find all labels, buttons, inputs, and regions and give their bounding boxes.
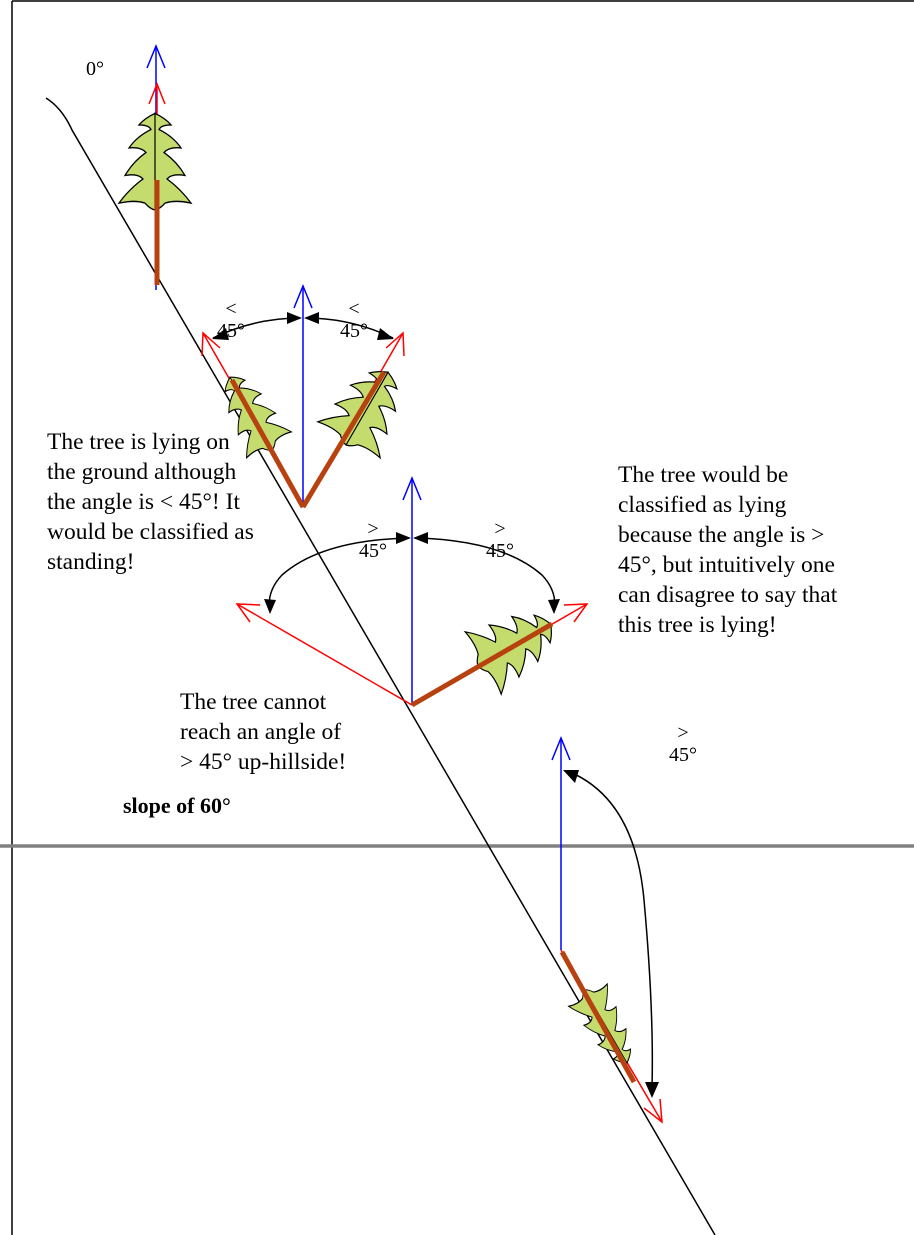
tree-axis-arrowhead-1 xyxy=(148,81,166,105)
angle-arc-4 xyxy=(569,771,654,1089)
tree-axis-arrowhead-4 xyxy=(643,1098,663,1124)
angle-value: 45° xyxy=(217,320,245,342)
greater-than-symbol: > xyxy=(367,518,379,540)
arc-arrowhead-3b xyxy=(413,532,428,544)
angle-label-left-lt: < 45° xyxy=(214,298,248,342)
angle-arc-left-3 xyxy=(268,537,410,613)
angle-value: 45° xyxy=(340,320,368,342)
tree-axis-arrow-left-3 xyxy=(236,603,413,706)
greater-than-symbol: > xyxy=(677,722,689,744)
arc-arrowhead-2c xyxy=(212,328,229,340)
angle-label-right-lt: < 45° xyxy=(334,298,374,342)
trunk-left-2 xyxy=(229,378,306,509)
trunk-4 xyxy=(559,950,637,1084)
trunk-right-2 xyxy=(300,370,387,509)
arc-arrowhead-2b xyxy=(304,312,319,324)
angle-label-left-gt: > 45° xyxy=(351,518,395,562)
tree-axis-arrowhead-right-3 xyxy=(563,603,589,623)
angle-arc-right-3 xyxy=(414,537,556,613)
arc-arrowhead-3a xyxy=(396,532,411,544)
arc-arrowhead-2a xyxy=(287,312,302,324)
vertical-arrowhead-1 xyxy=(146,44,166,69)
trunk-3 xyxy=(410,621,554,708)
arc-arrowhead-4a xyxy=(563,770,579,783)
angle-label-zero: 0° xyxy=(86,58,104,80)
less-than-symbol: < xyxy=(225,298,237,320)
angle-value: 45° xyxy=(669,744,697,766)
tree-upright xyxy=(118,44,192,290)
angle-value: 45° xyxy=(359,540,387,562)
arc-arrowhead-4b xyxy=(645,1082,659,1098)
arc-arrowhead-3d xyxy=(548,599,560,614)
note-right: The tree would be classified as lying be… xyxy=(618,462,838,638)
arc-arrowhead-3c xyxy=(264,599,276,614)
tree-axis-arrowhead-right-2 xyxy=(385,331,405,357)
arc-arrowhead-2d xyxy=(377,328,394,340)
vertical-arrowhead-3 xyxy=(402,476,422,501)
note-left: The tree is lying on the ground although… xyxy=(47,429,254,575)
note-middle: The tree cannot reach an angle of > 45° … xyxy=(180,689,347,775)
vertical-arrowhead-2 xyxy=(293,284,313,309)
angle-value: 45° xyxy=(486,540,514,562)
tree-icon xyxy=(314,353,420,464)
less-than-symbol: < xyxy=(348,298,360,320)
greater-than-symbol: > xyxy=(494,518,506,540)
slope-label: slope of 60° xyxy=(123,793,231,818)
tree-downhill xyxy=(551,736,663,1124)
tree-pair-small-angle xyxy=(201,284,420,509)
slope-line xyxy=(45,97,716,1235)
angle-label-bottom-gt: > 45° xyxy=(661,722,705,766)
tree-axis-arrowhead-left-2 xyxy=(201,331,221,357)
vertical-arrowhead-4 xyxy=(551,736,571,761)
angle-label-right-gt: > 45° xyxy=(478,518,522,562)
tree-axis-arrowhead-left-3 xyxy=(235,603,261,623)
tree-large-angle xyxy=(235,476,589,708)
